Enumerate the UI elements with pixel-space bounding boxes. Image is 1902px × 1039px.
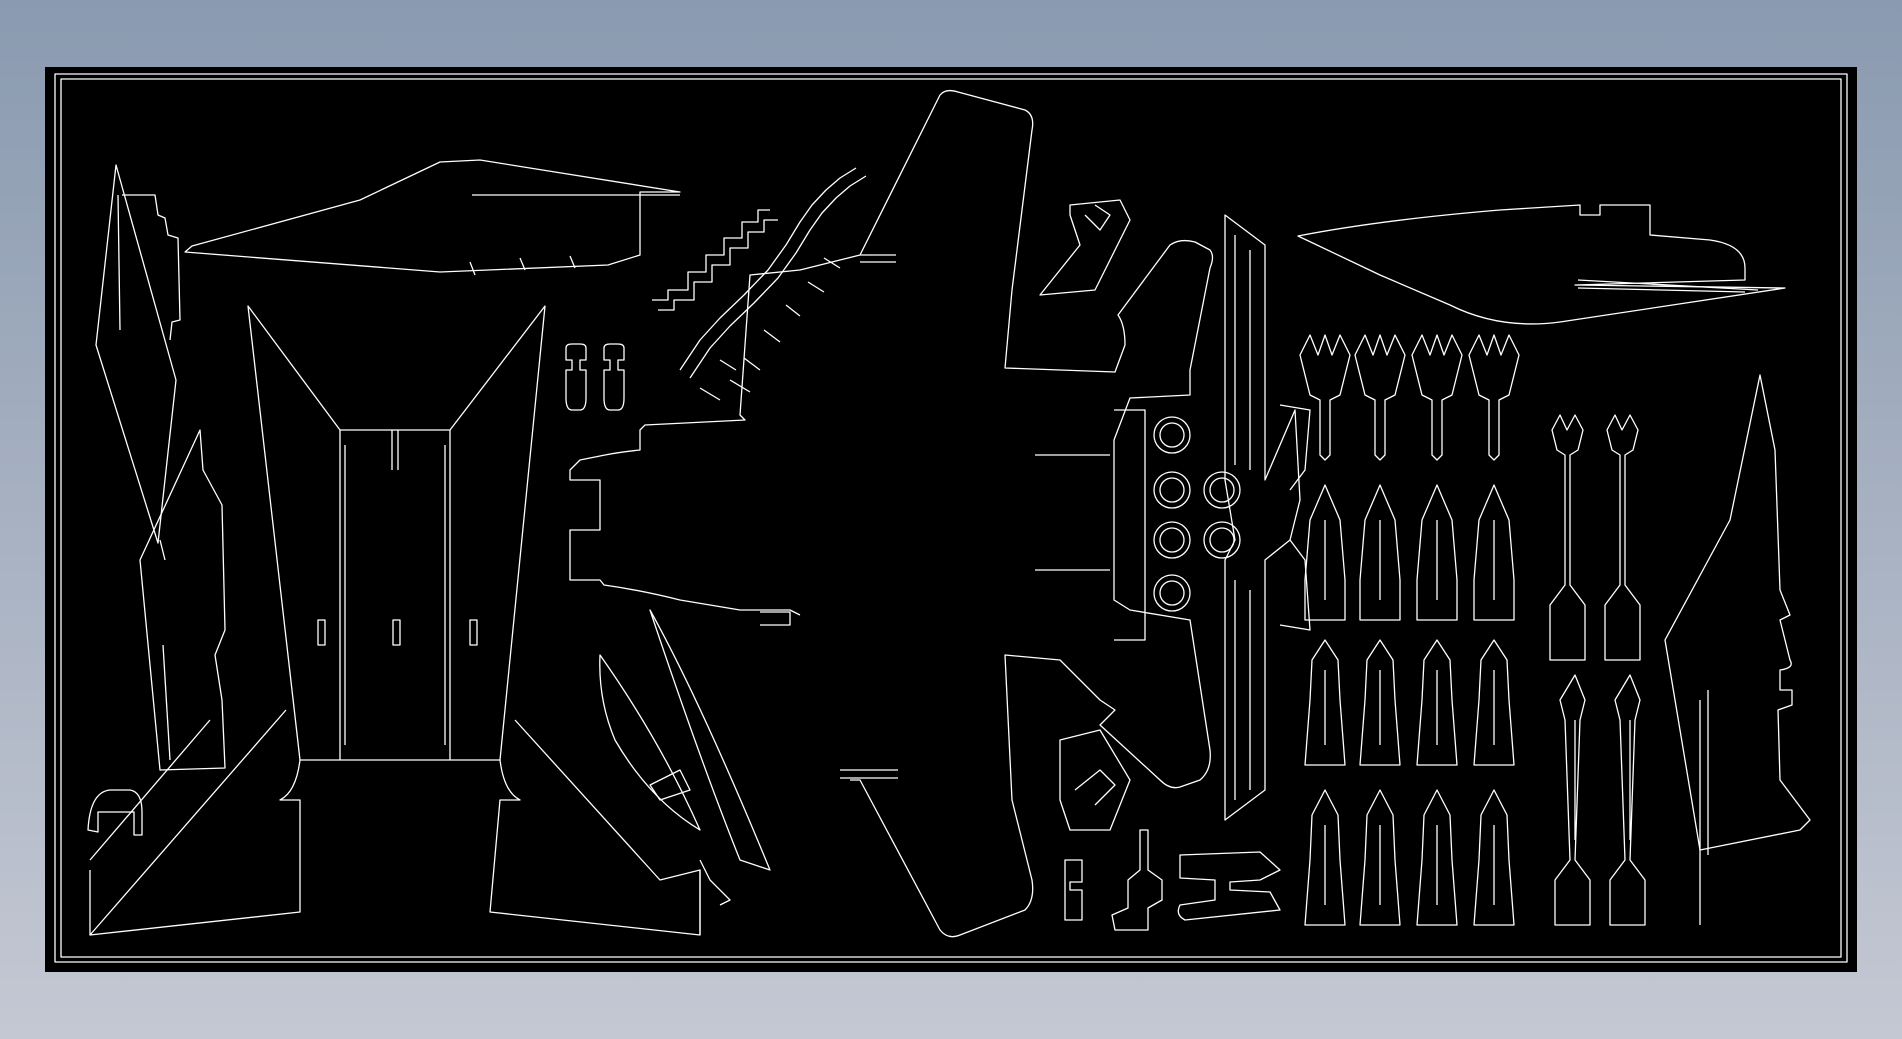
fuselage-side-left xyxy=(89,164,226,861)
engine-nozzle-rings xyxy=(1114,409,1241,641)
small-clip-left xyxy=(87,789,143,836)
dorsal-spine-right xyxy=(1297,204,1786,325)
vertical-fin-strips xyxy=(1224,214,1311,821)
missile-parts xyxy=(1299,334,1646,926)
center-fuselage-panel xyxy=(89,305,701,936)
drawing-sheet xyxy=(45,67,1857,972)
dorsal-spine-left xyxy=(184,159,681,276)
main-wing-plate xyxy=(569,89,1214,938)
bracket-upper-mid xyxy=(1039,199,1131,296)
sheet-border-inner xyxy=(60,78,1842,958)
small-clip-pair xyxy=(565,343,625,411)
bracket-lower-mid xyxy=(1059,729,1131,831)
fuselage-side-right xyxy=(1664,374,1811,925)
sheet-border-outer xyxy=(54,73,1848,963)
small-brackets xyxy=(1064,829,1281,931)
clip-ladder-parts xyxy=(652,167,896,401)
canopy-blade-parts xyxy=(599,609,771,906)
